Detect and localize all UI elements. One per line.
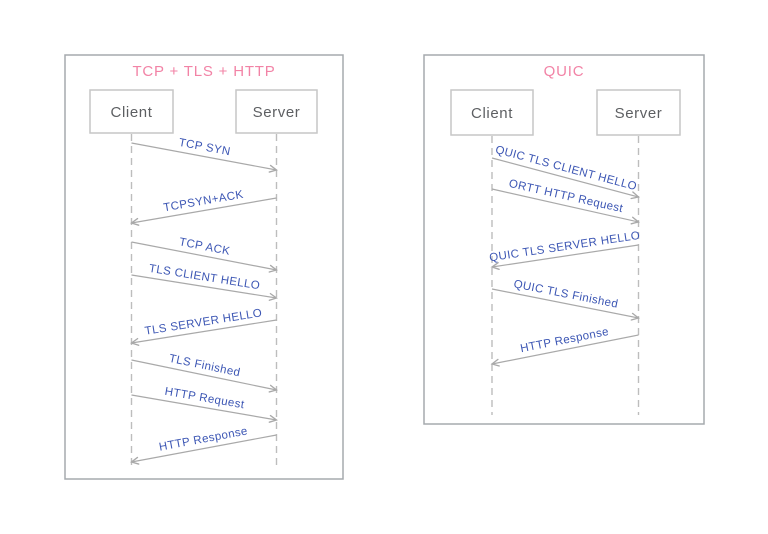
message-arrow: [132, 434, 277, 462]
actor-box-client: [450, 89, 534, 136]
message-arrow: [131, 359, 277, 390]
message-label: TCP SYN: [178, 137, 232, 158]
message-arrow: [491, 157, 639, 197]
message-arrow: [132, 197, 277, 223]
panel-border-quic: [423, 54, 705, 425]
message-arrow: [492, 334, 639, 364]
message-arrow: [131, 274, 277, 298]
message-label: TLS CLIENT HELLO: [148, 263, 261, 292]
actor-label-client: Client: [111, 104, 153, 121]
message-arrow: [491, 288, 639, 318]
actor-label-server: Server: [615, 105, 663, 122]
message-arrow: [132, 319, 277, 343]
panel-border-tcp-tls-http: [64, 54, 344, 480]
actor-label-client: Client: [471, 105, 513, 122]
actor-box-server: [235, 89, 318, 134]
message-arrow: [492, 244, 639, 267]
message-label: HTTP Response: [158, 425, 249, 453]
diagram-title: TCP + TLS + HTTP: [132, 63, 275, 80]
actor-box-client: [89, 89, 174, 134]
message-arrow: [131, 142, 277, 170]
actor-label-server: Server: [253, 104, 301, 121]
message-label: TCP ACK: [178, 236, 231, 258]
actor-box-server: [596, 89, 681, 136]
message-arrow: [131, 394, 277, 420]
message-label: TLS SERVER HELLO: [144, 307, 263, 337]
diagram-title: QUIC: [544, 63, 585, 80]
message-arrow: [131, 241, 277, 270]
message-label: QUIC TLS SERVER HELLO: [489, 230, 642, 265]
message-arrow: [491, 188, 639, 222]
message-label: HTTP Response: [519, 326, 610, 355]
message-label: QUIC TLS Finished: [513, 278, 620, 310]
